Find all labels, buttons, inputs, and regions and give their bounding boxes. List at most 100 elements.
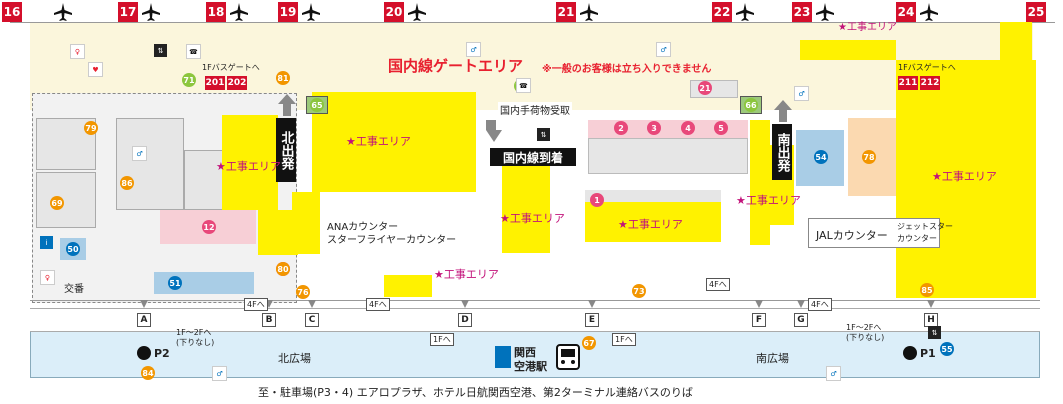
police-box-label: 交番 (64, 284, 84, 295)
to-1f-label: 1Fへ (612, 333, 636, 346)
shop-80[interactable]: 80 (276, 262, 290, 276)
exit-a[interactable]: A (137, 313, 151, 327)
to-4f-label: 4Fへ (244, 298, 268, 311)
shop-5[interactable]: 5 (714, 121, 728, 135)
construction-label: ★工事エリア (346, 135, 411, 148)
arrow-down-icon (308, 300, 316, 308)
shop-21[interactable]: 21 (698, 81, 712, 95)
shop-12[interactable]: 12 (202, 220, 216, 234)
shop-67[interactable]: 67 (582, 336, 596, 350)
telephone-icon: ☎ (516, 78, 531, 93)
airplane-icon (816, 3, 834, 21)
gate-area-top-line (10, 22, 1055, 23)
arrow-up-icon (774, 100, 792, 122)
construction-zone (384, 275, 432, 297)
exit-h[interactable]: H (924, 313, 938, 327)
to-1f-label: 1Fへ (430, 333, 454, 346)
bus-gate-202: 202 (227, 76, 247, 90)
gate-22: 22 (712, 2, 732, 22)
shop-73[interactable]: 73 (632, 284, 646, 298)
construction-zone (750, 120, 770, 245)
exit-c[interactable]: C (305, 313, 319, 327)
arrow-down-icon (486, 120, 502, 142)
arrow-down-icon (265, 300, 273, 308)
construction-label: ★工事エリア (618, 218, 683, 231)
no-down-label: (下りなし) (176, 338, 215, 347)
to-4f-label: 4Fへ (366, 298, 390, 311)
shop-65[interactable]: 65 (310, 98, 324, 112)
restroom-icon: ♂ (794, 86, 809, 101)
jr-logo-icon (495, 346, 511, 368)
gate-18: 18 (206, 2, 226, 22)
gate-24: 24 (896, 2, 916, 22)
central-room (585, 190, 721, 202)
shop-54[interactable]: 54 (814, 150, 828, 164)
shop-81[interactable]: 81 (276, 71, 290, 85)
north-plaza-label: 北広場 (278, 352, 311, 365)
south-plaza-label: 南広場 (756, 352, 789, 365)
gate-20: 20 (384, 2, 404, 22)
restroom-icon: ♀ (70, 44, 85, 59)
exit-f[interactable]: F (752, 313, 766, 327)
left-room (36, 172, 96, 228)
airplane-icon (54, 3, 72, 21)
airplane-icon (408, 3, 426, 21)
shop-71[interactable]: 71 (182, 73, 196, 87)
shop-50[interactable]: 50 (66, 242, 80, 256)
jal-counter-label: JALカウンター (816, 229, 888, 242)
airplane-icon (736, 3, 754, 21)
to-4f-label: 4Fへ (808, 298, 832, 311)
central-room (588, 138, 748, 174)
no-down-label: (下りなし) (846, 333, 885, 342)
to-1f-2f-label: 1F〜2Fへ (176, 328, 212, 337)
shop-3[interactable]: 3 (647, 121, 661, 135)
shop-66[interactable]: 66 (744, 98, 758, 112)
to-1f-2f-label: 1F〜2Fへ (846, 323, 882, 332)
construction-label: ★工事エリア (838, 22, 897, 33)
shop-84[interactable]: 84 (141, 366, 155, 380)
shop-1[interactable]: 1 (590, 193, 604, 207)
exit-d[interactable]: D (458, 313, 472, 327)
shop-78[interactable]: 78 (862, 150, 876, 164)
construction-label: ★工事エリア (434, 268, 499, 281)
shop-55[interactable]: 55 (940, 342, 954, 356)
shop-2[interactable]: 2 (614, 121, 628, 135)
exit-e[interactable]: E (585, 313, 599, 327)
restroom-icon: ♂ (656, 42, 671, 57)
exit-b[interactable]: B (262, 313, 276, 327)
restroom-icon: ♂ (212, 366, 227, 381)
shop-69[interactable]: 69 (50, 196, 64, 210)
shop-row-zone (588, 120, 748, 138)
bus-gate-212: 212 (920, 76, 940, 90)
airplane-icon (920, 3, 938, 21)
shop-51[interactable]: 51 (168, 276, 182, 290)
exit-strip (30, 308, 1040, 332)
arrow-down-icon (927, 300, 935, 308)
bus-gate-label-right: 1Fバスゲートへ (898, 63, 956, 72)
gate-21: 21 (556, 2, 576, 22)
south-departure-sign: 南出発 (772, 124, 792, 180)
parking-p2-icon (137, 346, 151, 360)
arrow-down-icon (755, 300, 763, 308)
bus-gate-label-left: 1Fバスゲートへ (202, 63, 260, 72)
construction-label: ★工事エリア (736, 194, 801, 207)
bottom-caption: 至・駐車場(P3・4) エアロプラザ、ホテル日航関西空港、第2ターミナル連絡バス… (258, 386, 693, 399)
shop-79[interactable]: 79 (84, 121, 98, 135)
elevator-icon: ⇅ (154, 44, 167, 57)
ana-counter-label: ANAカウンター (327, 222, 399, 233)
exit-g[interactable]: G (794, 313, 808, 327)
elevator-icon: ⇅ (928, 326, 941, 339)
construction-zone (800, 40, 896, 60)
parking-p1-label: P1 (920, 347, 936, 360)
concourse-line (30, 300, 1040, 301)
shop-4[interactable]: 4 (681, 121, 695, 135)
parking-p1-icon (903, 346, 917, 360)
shop-76[interactable]: 76 (296, 285, 310, 299)
shop-86[interactable]: 86 (120, 176, 134, 190)
arrow-up-icon (278, 94, 296, 116)
shop-85[interactable]: 85 (920, 283, 934, 297)
station-name-1: 関西 (514, 346, 536, 359)
station-name-2: 空港駅 (514, 360, 547, 373)
north-departure-sign: 北出発 (276, 118, 296, 182)
